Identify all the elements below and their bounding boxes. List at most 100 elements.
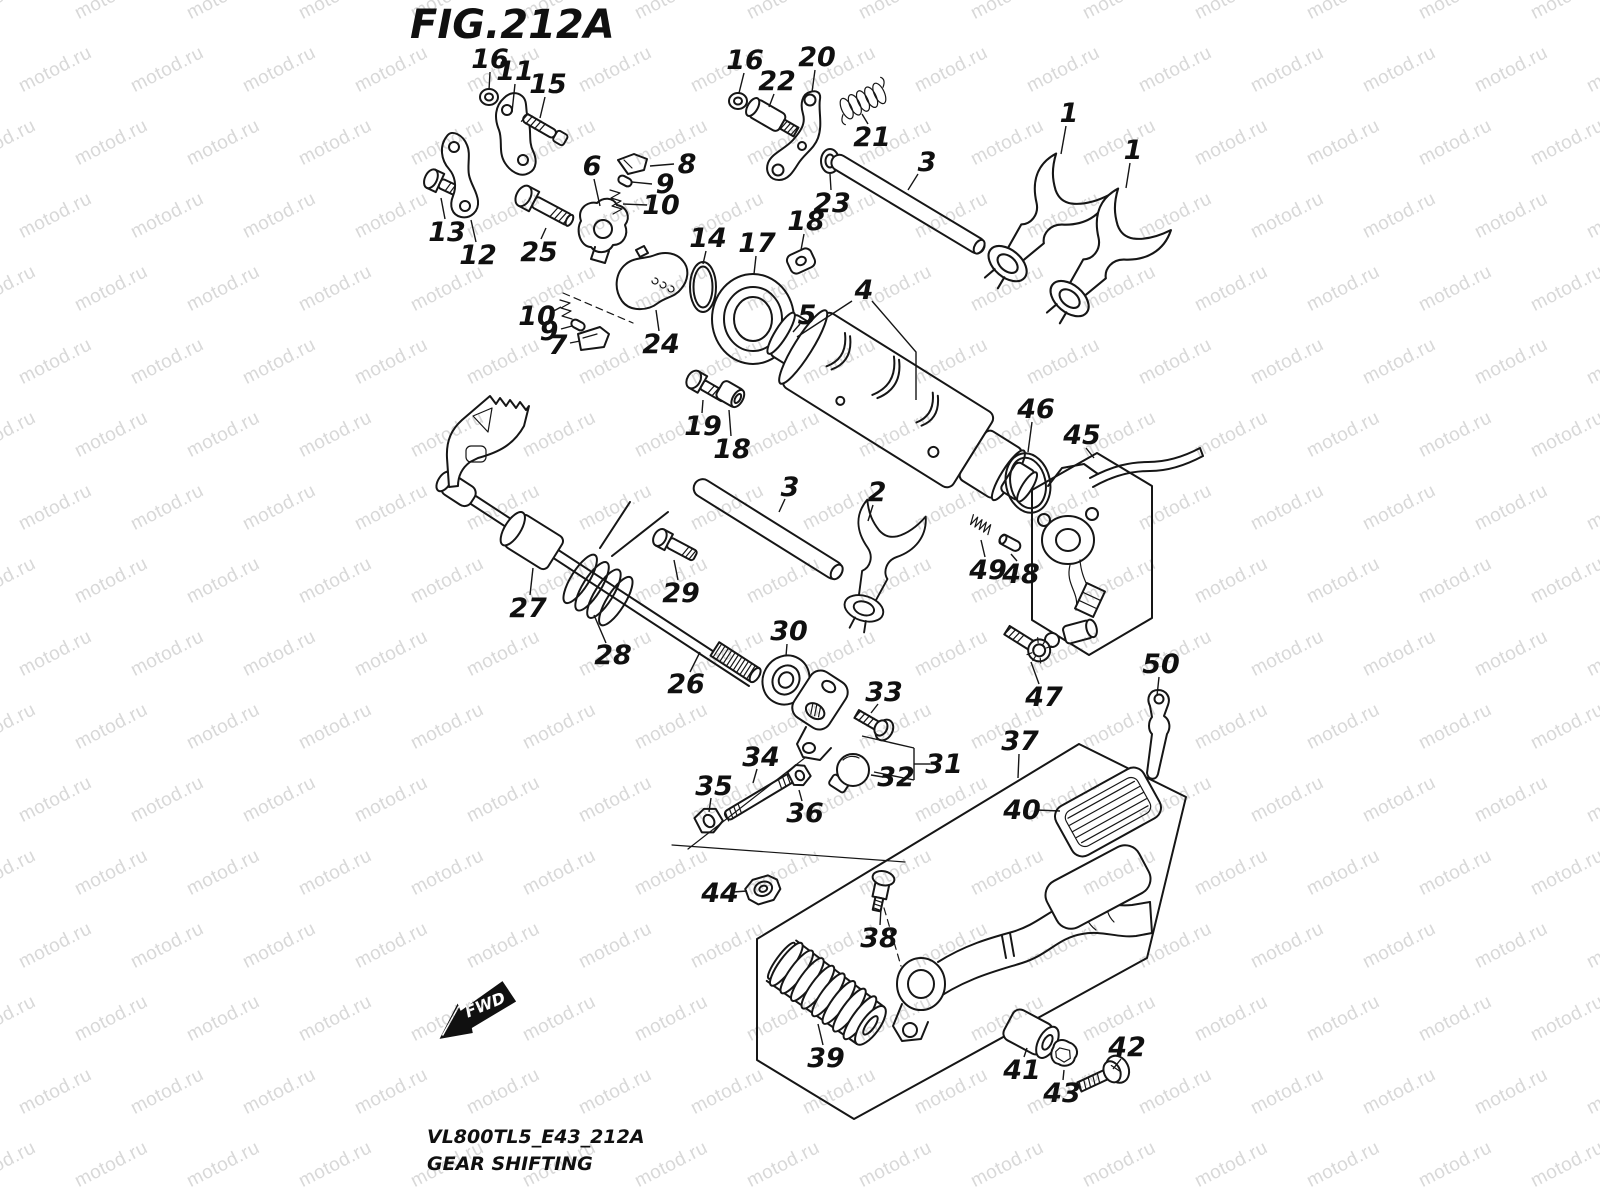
part-pedal-plate xyxy=(1044,844,1152,930)
part-number-label: 2 xyxy=(868,477,887,508)
callout-leader-line xyxy=(655,309,660,332)
part-number-label: 24 xyxy=(642,329,680,360)
part-cam-drum-4 xyxy=(766,309,1039,503)
callout-12: 12 xyxy=(459,219,497,271)
callout-25: 25 xyxy=(520,227,558,268)
callout-leader-line xyxy=(798,789,803,802)
part-pin-48 xyxy=(998,533,1022,552)
callout-leader-line xyxy=(753,255,757,275)
part-number-label: 18 xyxy=(787,206,825,237)
part-bolt-33 xyxy=(853,709,895,742)
part-bolt-42 xyxy=(1076,1054,1131,1093)
callout-leader-line xyxy=(829,173,832,191)
callout-leader-line xyxy=(1010,553,1018,562)
callout-40: 40 xyxy=(1002,795,1061,826)
callout-leader-line xyxy=(539,96,546,119)
part-number-label: 48 xyxy=(1001,559,1040,590)
part-spring-28 xyxy=(562,501,669,627)
part-number-label: 20 xyxy=(798,42,836,73)
callout-leader-line xyxy=(1060,125,1067,155)
part-bolt-19 xyxy=(685,369,728,403)
part-number-label: 5 xyxy=(798,300,817,331)
callout-leader-line xyxy=(1023,1047,1028,1058)
part-number-label: 26 xyxy=(667,669,705,700)
callout-leader-line xyxy=(1030,661,1040,685)
callout-leader-line xyxy=(752,768,758,784)
callout-7: 7 xyxy=(549,330,581,361)
callout-leader-line xyxy=(1027,421,1033,453)
part-number-label: 32 xyxy=(877,762,915,793)
part-bracket-11 xyxy=(495,92,537,176)
part-number-label: 17 xyxy=(738,228,776,259)
part-number-label: 16 xyxy=(471,44,509,75)
part-clip-50 xyxy=(1146,689,1171,780)
callout-36: 36 xyxy=(786,789,824,829)
construction-lines xyxy=(562,292,906,967)
callout-leader-line xyxy=(569,340,581,344)
part-number-label: 46 xyxy=(1016,394,1055,425)
callout-28: 28 xyxy=(593,614,632,671)
part-pad-40 xyxy=(1054,766,1162,858)
part-number-label: 14 xyxy=(689,223,727,254)
part-number-label: 22 xyxy=(758,66,796,97)
callout-leader-line xyxy=(768,93,775,108)
callout-leader-line xyxy=(1085,447,1095,459)
callout-leader-line xyxy=(870,703,879,714)
part-number-label: 11 xyxy=(496,56,534,87)
part-spring-10b xyxy=(559,299,573,320)
part-box-37 xyxy=(756,743,1187,1120)
callout-leader-line xyxy=(673,559,679,581)
callout-15: 15 xyxy=(529,69,567,119)
part-washer-14 xyxy=(689,261,717,313)
callout-46: 46 xyxy=(1016,394,1055,453)
part-number-label: 8 xyxy=(678,149,697,180)
callout-leader-line xyxy=(1017,753,1020,779)
part-screw-15 xyxy=(520,113,569,147)
callout-23: 23 xyxy=(813,173,851,219)
callout-45: 45 xyxy=(1062,420,1101,459)
callout-30: 30 xyxy=(770,616,808,657)
callout-10: 10 xyxy=(518,301,562,332)
part-number-label: 9 xyxy=(540,316,559,347)
part-number-label: 31 xyxy=(925,749,963,780)
callout-20: 20 xyxy=(798,42,836,93)
part-number-label: 1 xyxy=(1124,135,1143,166)
callout-44: 44 xyxy=(700,878,748,909)
callout-leader-line xyxy=(1112,1058,1122,1070)
part-nut-44 xyxy=(744,874,782,906)
part-pin-9b xyxy=(570,318,586,332)
callout-16: 16 xyxy=(726,45,764,94)
callout-32: 32 xyxy=(870,762,915,793)
part-number-label: 7 xyxy=(549,330,568,361)
callout-leader-line xyxy=(440,197,446,220)
part-number-label: 43 xyxy=(1042,1078,1081,1109)
callout-leader-line xyxy=(549,306,562,314)
part-number-label: 35 xyxy=(695,771,733,802)
callout-26: 26 xyxy=(667,651,705,700)
part-number-label: 23 xyxy=(813,188,851,219)
callout-leader-line xyxy=(907,173,919,191)
callout-leader-line xyxy=(861,735,915,749)
part-ball-joint-32 xyxy=(828,753,870,794)
callout-leader-line xyxy=(1062,1069,1065,1081)
callout-18: 18 xyxy=(713,409,751,465)
part-number-label: 27 xyxy=(509,593,547,624)
callout-29: 29 xyxy=(662,559,700,609)
callout-leader-line xyxy=(593,178,601,207)
callout-leader-line xyxy=(708,797,712,813)
part-bearing-17 xyxy=(711,273,795,365)
part-number-label: 34 xyxy=(742,742,780,773)
part-shift-shaft-26 xyxy=(435,395,762,687)
part-bolt-47 xyxy=(1003,624,1052,664)
callout-11: 11 xyxy=(496,56,534,113)
callout-leader-line xyxy=(796,300,853,338)
callout-leader-line xyxy=(622,203,648,206)
part-number-label: 37 xyxy=(1001,726,1039,757)
callout-27: 27 xyxy=(509,567,547,624)
callout-34: 34 xyxy=(742,742,780,784)
part-rod-3a xyxy=(830,153,986,255)
part-number-label: 3 xyxy=(918,147,937,178)
callout-leader-line xyxy=(792,323,801,333)
callout-leader-line xyxy=(785,643,788,657)
callout-leader-line xyxy=(540,227,547,240)
